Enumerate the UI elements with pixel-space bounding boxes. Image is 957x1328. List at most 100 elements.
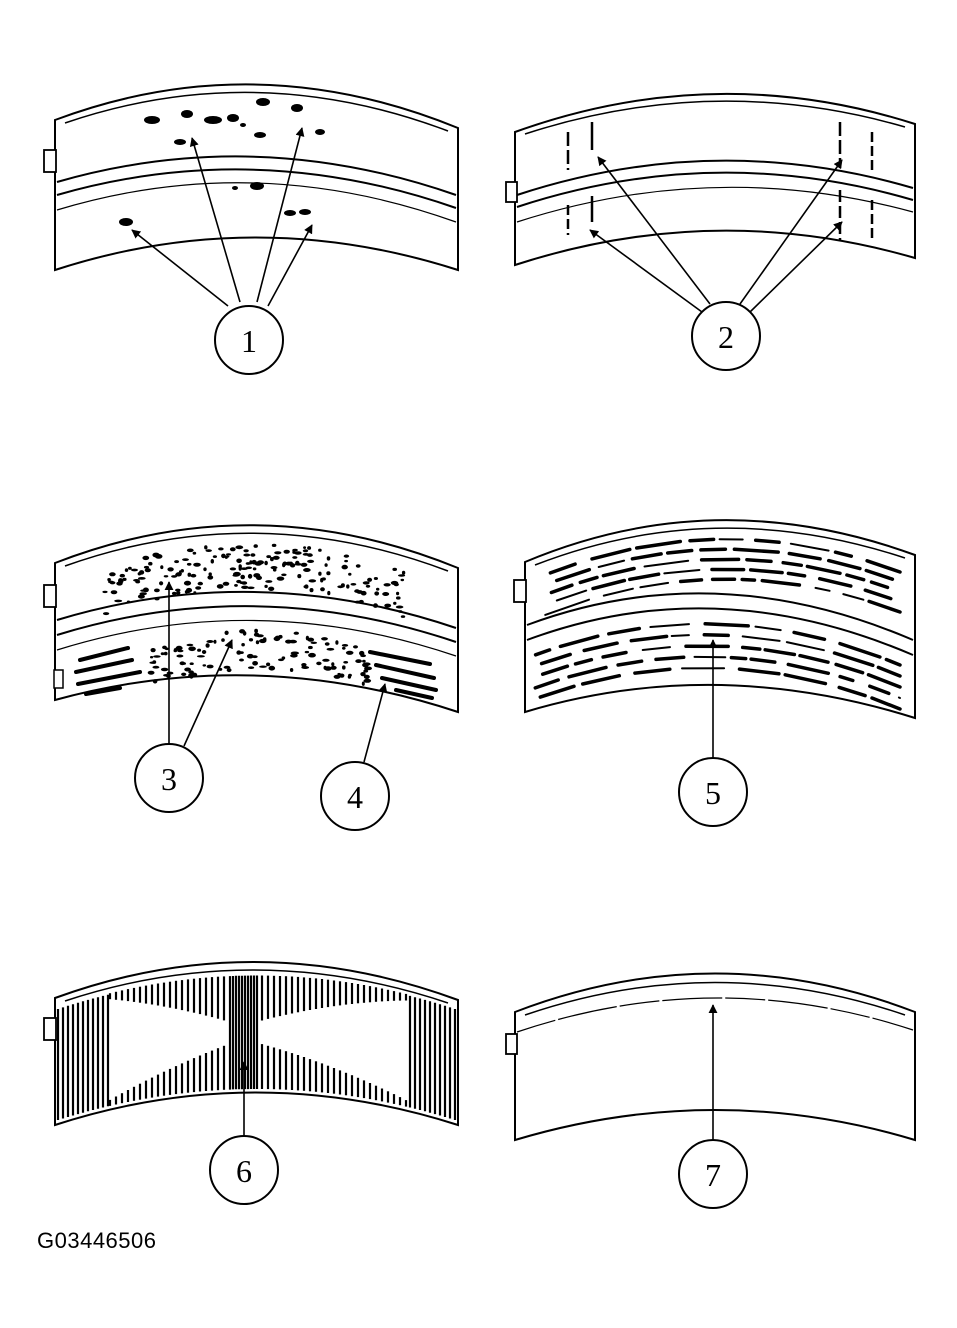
debris-dot (171, 575, 178, 578)
debris-dot (384, 603, 392, 608)
debris-dot (133, 579, 140, 582)
debris-dot (318, 571, 322, 576)
debris-dot (367, 577, 373, 582)
callout-6: 6 (209, 1135, 279, 1205)
debris-dot (255, 640, 260, 645)
debris-dot (355, 564, 361, 568)
bearing-normal (505, 972, 916, 1142)
debris-dot (363, 662, 371, 666)
scratch-mark (688, 537, 716, 543)
svg-text:6: 6 (236, 1153, 252, 1189)
scratch-mark (628, 572, 661, 582)
scratch-mark (868, 684, 891, 696)
debris-dot (189, 662, 194, 665)
debris-dot (184, 667, 192, 672)
scratch-mark (540, 664, 570, 676)
scratch-mark (634, 539, 683, 550)
debris-dot (167, 567, 174, 572)
debris-dot (229, 547, 236, 552)
debris-dot (343, 554, 350, 558)
debris-dot (109, 572, 116, 577)
debris-dot (142, 587, 149, 593)
scratch-mark (654, 655, 686, 662)
debris-dot (127, 566, 132, 570)
debris-dot (247, 573, 253, 579)
scratch-mark (870, 696, 902, 711)
debris-dot (229, 567, 237, 571)
scratch-mark (567, 665, 608, 679)
debris-dot (245, 562, 251, 565)
scratch-mark (884, 657, 902, 667)
debris-dot (205, 643, 210, 648)
debris-dot (147, 670, 155, 675)
debris-dot (308, 652, 316, 658)
debris-dot (196, 655, 205, 658)
debris-dot (281, 573, 287, 577)
scratch-mark (554, 567, 592, 583)
debris-dot (363, 678, 372, 683)
debris-dot (253, 632, 260, 637)
debris-dot (124, 568, 129, 572)
debris-dot (360, 672, 366, 677)
scratch-mark (633, 667, 672, 675)
debris-dot (390, 580, 399, 585)
scratch-mark (837, 685, 867, 698)
debris-dot (362, 659, 366, 663)
debris-dot (301, 665, 306, 669)
scratch-mark (601, 566, 636, 578)
debris-dot (304, 650, 310, 654)
svg-text:2: 2 (718, 319, 734, 355)
debris-dot (276, 576, 285, 581)
debris-dot (292, 550, 296, 554)
debris-dot (197, 648, 202, 652)
debris-dot (204, 545, 208, 550)
scratch-mark (838, 674, 855, 683)
debris-dot (223, 555, 230, 558)
scratch-mark (786, 571, 807, 578)
callout-5: 5 (678, 757, 748, 827)
debris-dot (222, 581, 230, 586)
debris-dot (160, 652, 165, 656)
scratch-mark (798, 653, 830, 664)
debris-dot (203, 567, 207, 572)
scratch-mark (741, 635, 781, 642)
debris-dot (246, 653, 254, 659)
debris-dot (160, 667, 169, 672)
scratch-mark (760, 578, 802, 587)
debris-dot (400, 578, 405, 582)
scratch-mark (670, 634, 690, 637)
debris-dot (216, 584, 224, 589)
debris-dot (221, 638, 225, 642)
debris-dot (186, 643, 194, 647)
debris-dot (254, 628, 258, 634)
debris-dot (303, 585, 308, 589)
debris-dot (337, 672, 341, 676)
debris-dot (337, 585, 344, 589)
debris-dot (154, 597, 160, 601)
debris-dot (398, 610, 403, 613)
debris-dot (236, 558, 242, 564)
debris-dot (400, 615, 406, 618)
debris-dot (175, 572, 182, 577)
debris-dot (185, 590, 191, 594)
scratch-mark (639, 581, 670, 589)
debris-dot (186, 562, 192, 566)
debris-dot (326, 647, 335, 651)
scratch-mark (740, 577, 757, 582)
scratch-mark (544, 598, 590, 616)
debris-dot (300, 562, 308, 567)
debris-dot (236, 650, 242, 655)
debris-dot (247, 586, 255, 590)
debris-dot (360, 654, 366, 658)
scratch-mark (740, 645, 762, 651)
debris-dot (283, 549, 290, 554)
scratch-mark (866, 673, 902, 689)
debris-dot (144, 568, 151, 573)
debris-dot (270, 566, 278, 570)
debris-dot (353, 645, 358, 649)
callout-1: 1 (214, 305, 284, 375)
debris-dot (239, 658, 244, 662)
scratch-mark (643, 559, 690, 568)
scratch-mark (601, 650, 628, 659)
debris-dot (310, 641, 318, 644)
